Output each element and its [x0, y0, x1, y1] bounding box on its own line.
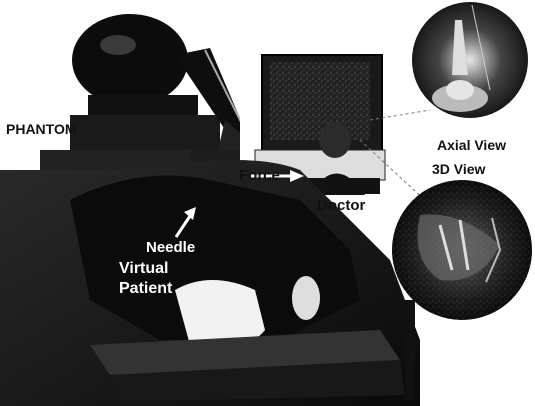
axial-view-label: Axial View: [437, 138, 506, 152]
3d-view-image: [392, 180, 532, 320]
3d-view-label: 3D View: [432, 162, 485, 176]
virtual-label: Virtual: [119, 261, 169, 277]
patient-label: Patient: [119, 281, 172, 297]
doctor-label: Doctor: [317, 198, 365, 213]
needle-label: Needle: [146, 240, 195, 255]
axial-view-image: [412, 2, 528, 118]
phantom-label: PHANTOM: [6, 122, 77, 136]
force-label: Force: [239, 168, 280, 183]
